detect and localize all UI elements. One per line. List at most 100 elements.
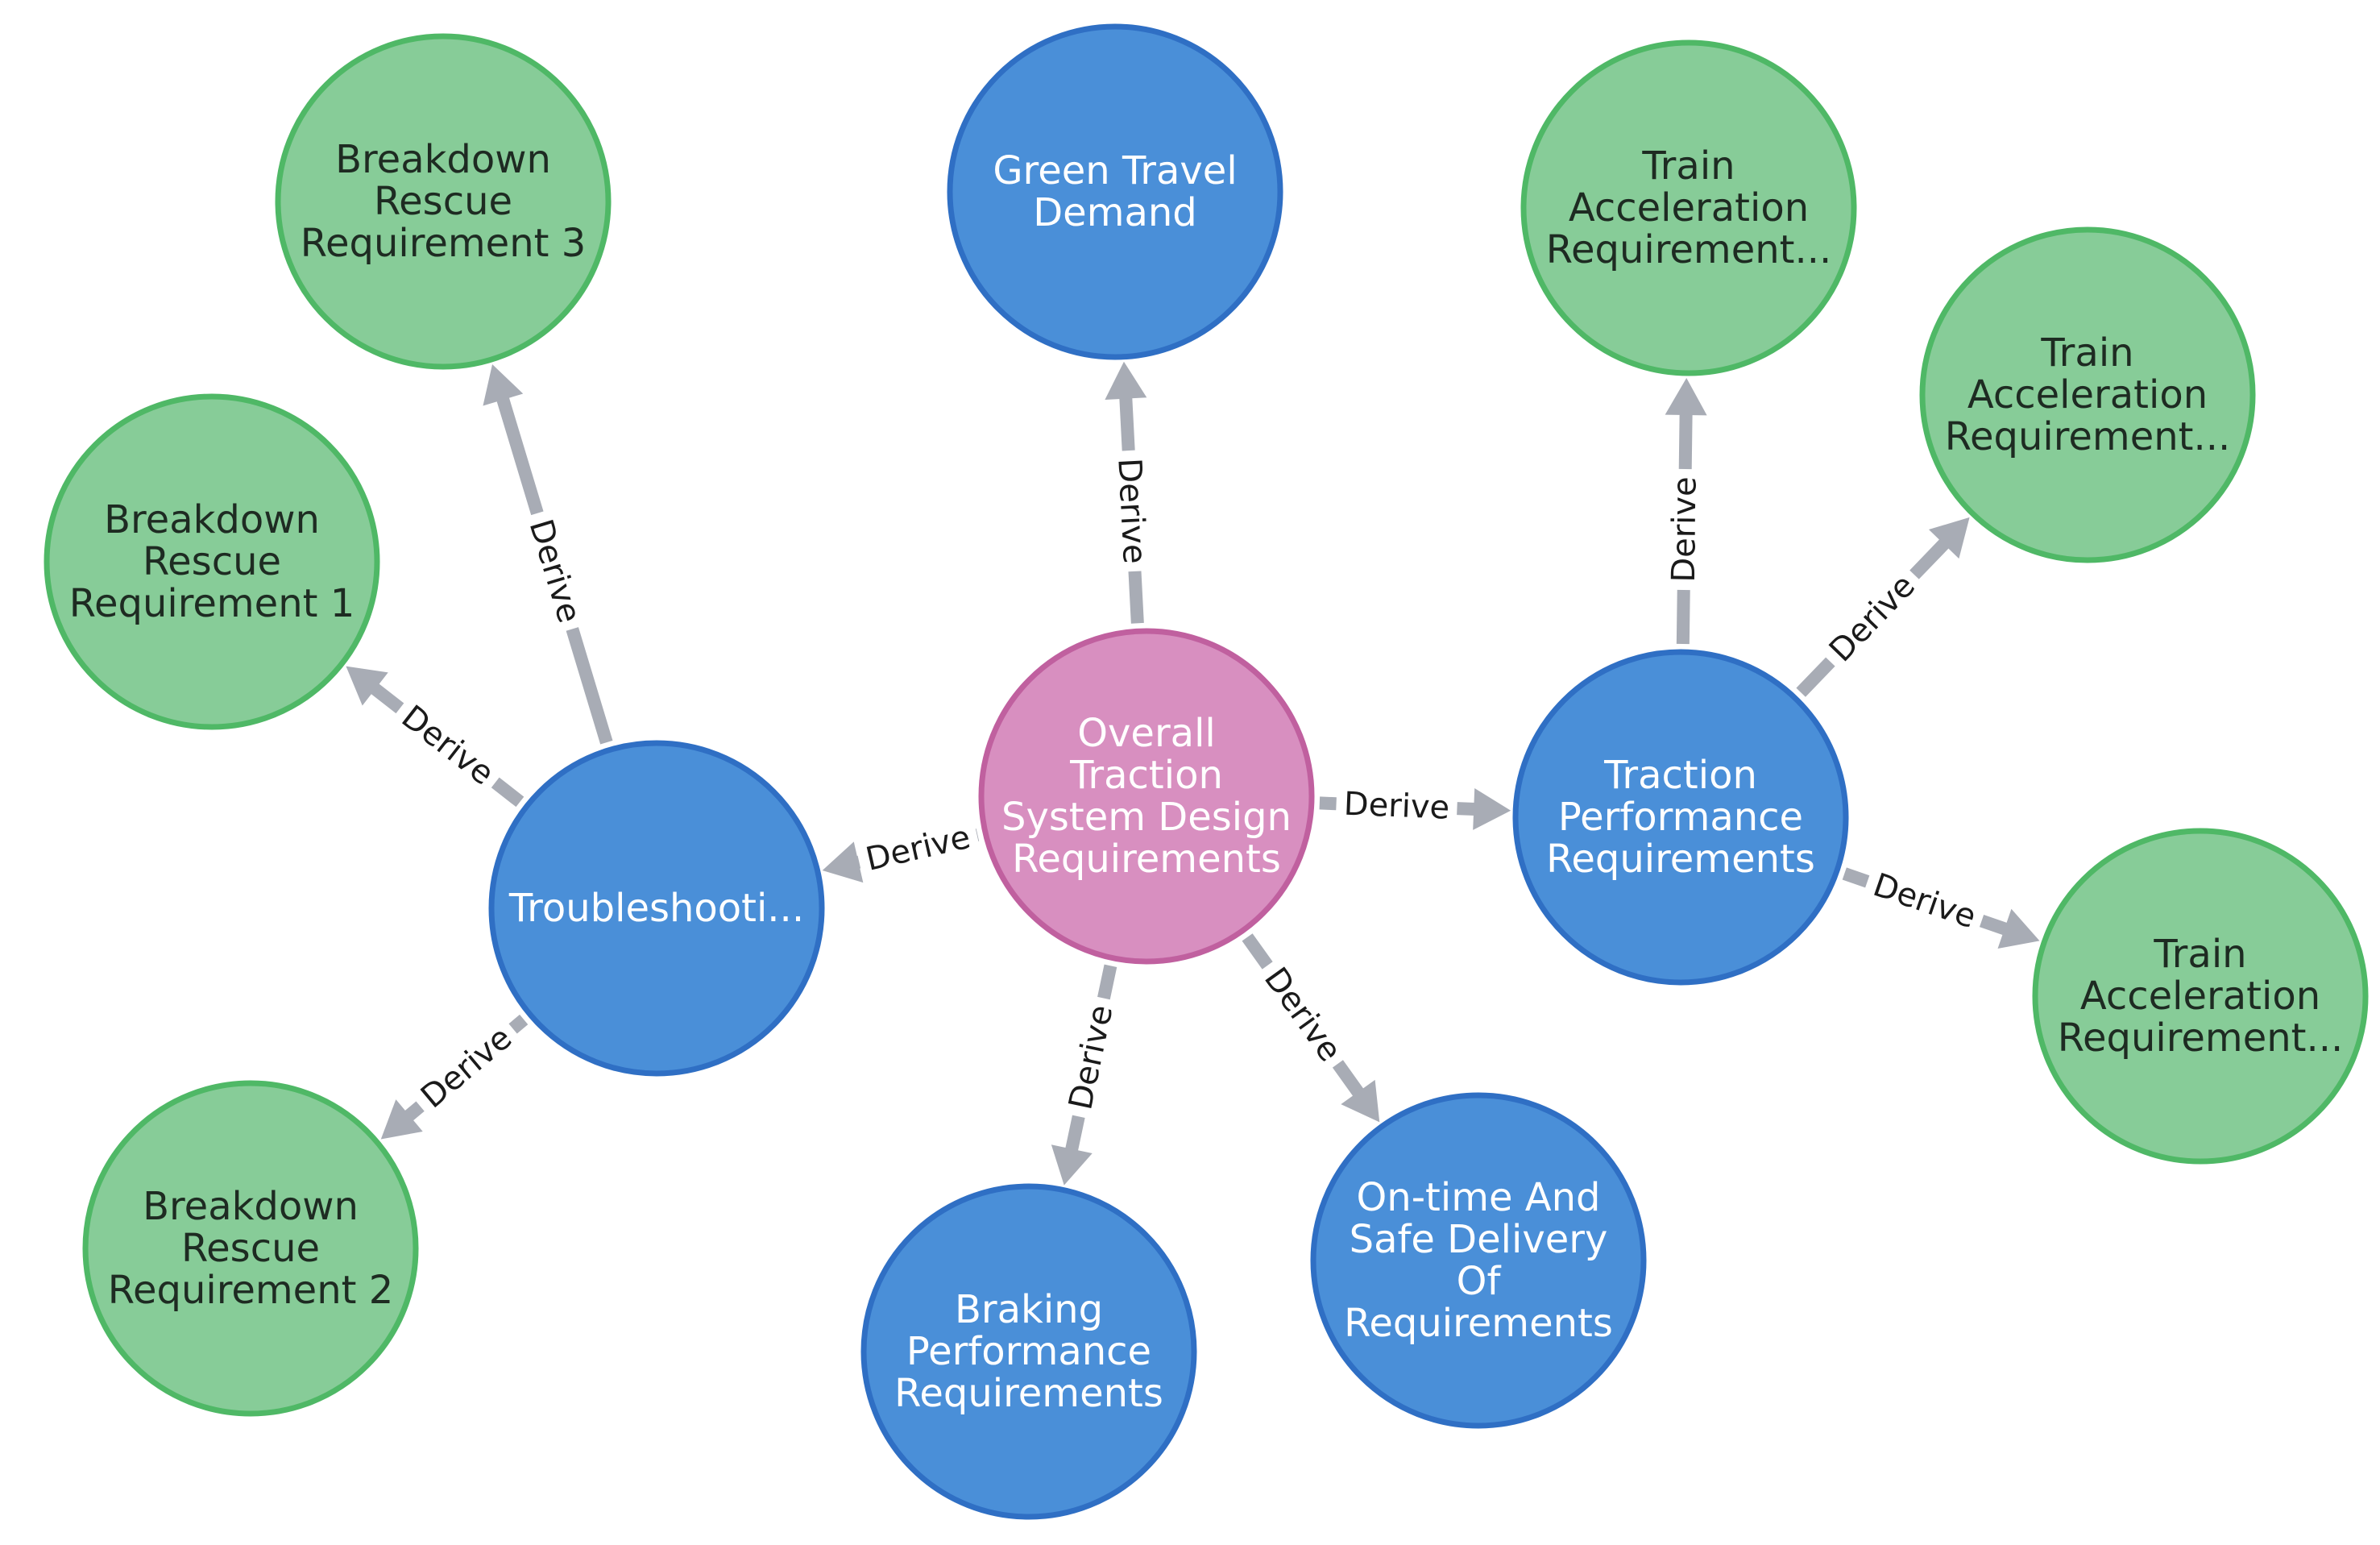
- node-circle[interactable]: [275, 33, 612, 370]
- node-label-line: Requirement 2: [108, 1268, 394, 1313]
- edge-label: Derive: [395, 698, 501, 792]
- edge-line: [1842, 867, 1870, 888]
- edge-label: Derive: [862, 819, 973, 878]
- node-label-line: Breakdown: [335, 137, 551, 182]
- node-accel-b[interactable]: TrainAccelerationRequirement...: [1919, 226, 2256, 563]
- edge-line: [1979, 915, 2009, 936]
- node-label-line: Troubleshooti...: [508, 886, 804, 931]
- node-label-line: Requirements: [894, 1371, 1163, 1416]
- node-circle[interactable]: [947, 23, 1283, 360]
- arrowhead-icon: [1473, 787, 1511, 830]
- node-label-line: On-time And: [1357, 1175, 1601, 1220]
- edge-line: [404, 1101, 425, 1122]
- edge-overall-to-traction-perf: Derive: [1319, 786, 1511, 830]
- node-accel-a[interactable]: TrainAccelerationRequirement...: [1520, 39, 1857, 376]
- edge-line: [1242, 933, 1273, 970]
- edge-traction-perf-to-accel-c: Derive: [1842, 866, 2040, 949]
- node-circle[interactable]: [1919, 226, 2256, 563]
- node-label-line: Acceleration: [2080, 974, 2320, 1019]
- edge-line: [1065, 1115, 1085, 1153]
- edge-troubleshooting-to-rescue-3: Derive: [483, 363, 613, 745]
- node-label-line: Green Travel: [993, 148, 1237, 193]
- arrowhead-icon: [1105, 361, 1147, 401]
- node-circle[interactable]: [978, 628, 1315, 965]
- edge-line: [1909, 538, 1950, 579]
- edge-traction-perf-to-accel-b: Derive: [1796, 517, 1970, 697]
- arrowhead-icon: [1341, 1079, 1380, 1123]
- edge-line: [1128, 571, 1144, 624]
- node-label-line: Train: [1641, 143, 1735, 189]
- node-circle[interactable]: [488, 740, 825, 1077]
- arrowhead-icon: [483, 363, 524, 406]
- node-circle[interactable]: [1520, 39, 1857, 376]
- node-label-line: Rescue: [143, 539, 281, 584]
- node-label-line: Traction: [1069, 753, 1223, 798]
- node-label-line: Traction: [1603, 753, 1757, 798]
- edge-line: [1678, 413, 1693, 470]
- node-label-line: Requirements: [1546, 837, 1815, 882]
- edge-line: [1796, 657, 1835, 697]
- arrowhead-icon: [1051, 1144, 1093, 1186]
- edge-overall-to-troubleshooting: Derive: [822, 819, 980, 883]
- node-label-line: Train: [2153, 932, 2246, 977]
- edge-line: [508, 1014, 529, 1034]
- edge-line: [1319, 796, 1337, 811]
- node-label-line: Rescue: [181, 1226, 320, 1271]
- node-circle[interactable]: [2032, 828, 2369, 1165]
- node-label-line: Performance: [1558, 795, 1803, 840]
- edge-label: Derive: [414, 1020, 519, 1116]
- node-label-line: Performance: [906, 1329, 1151, 1374]
- node-label-line: Rescue: [374, 179, 512, 224]
- edge-troubleshooting-to-rescue-1: Derive: [346, 666, 525, 808]
- node-label-line: Requirements: [1012, 837, 1281, 882]
- node-label-line: Breakdown: [143, 1184, 359, 1229]
- edge-line: [370, 683, 404, 714]
- edge-line: [496, 396, 544, 516]
- edge-line: [566, 627, 613, 745]
- edge-troubleshooting-to-rescue-2: Derive: [380, 1014, 529, 1140]
- edge-label: Derive: [1868, 866, 1980, 936]
- node-circle[interactable]: [44, 393, 380, 730]
- edge-label: Derive: [1343, 786, 1450, 827]
- arrowhead-icon: [822, 841, 864, 883]
- edge-label: Derive: [1822, 567, 1922, 669]
- arrowhead-icon: [1665, 377, 1707, 416]
- node-circle[interactable]: [1512, 649, 1849, 986]
- arrowhead-icon: [1997, 908, 2040, 949]
- node-label-line: Overall: [1077, 711, 1216, 756]
- node-label-line: Requirement...: [2058, 1015, 2343, 1061]
- node-label-line: Requirement...: [1546, 227, 1831, 272]
- arrowhead-icon: [1928, 517, 1970, 559]
- node-circle[interactable]: [82, 1080, 419, 1417]
- node-label-line: Requirement 1: [69, 581, 355, 626]
- node-label-line: Breakdown: [104, 497, 320, 542]
- node-label-line: Requirement...: [1945, 414, 2230, 459]
- node-accel-c[interactable]: TrainAccelerationRequirement...: [2032, 828, 2369, 1165]
- edge-label: Derive: [1110, 457, 1153, 564]
- edge-overall-to-green-travel: Derive: [1105, 361, 1153, 624]
- edge-label: Derive: [522, 515, 588, 627]
- edge-label: Derive: [1257, 961, 1349, 1069]
- edge-line: [1119, 397, 1135, 451]
- edge-line: [1332, 1060, 1365, 1098]
- node-label-line: Braking: [955, 1287, 1103, 1332]
- edge-traction-perf-to-accel-a: Derive: [1665, 377, 1707, 645]
- arrowhead-icon: [346, 666, 388, 706]
- edge-label: Derive: [1665, 476, 1704, 583]
- node-label-line: Of: [1457, 1259, 1502, 1304]
- node-circle[interactable]: [1310, 1092, 1647, 1429]
- node-troubleshooting[interactable]: Troubleshooti...: [488, 740, 825, 1077]
- node-circle[interactable]: [860, 1183, 1197, 1520]
- node-label-line: System Design: [1001, 795, 1292, 840]
- edge-line: [1676, 589, 1690, 645]
- edge-overall-to-braking-perf: Derive: [1051, 964, 1120, 1186]
